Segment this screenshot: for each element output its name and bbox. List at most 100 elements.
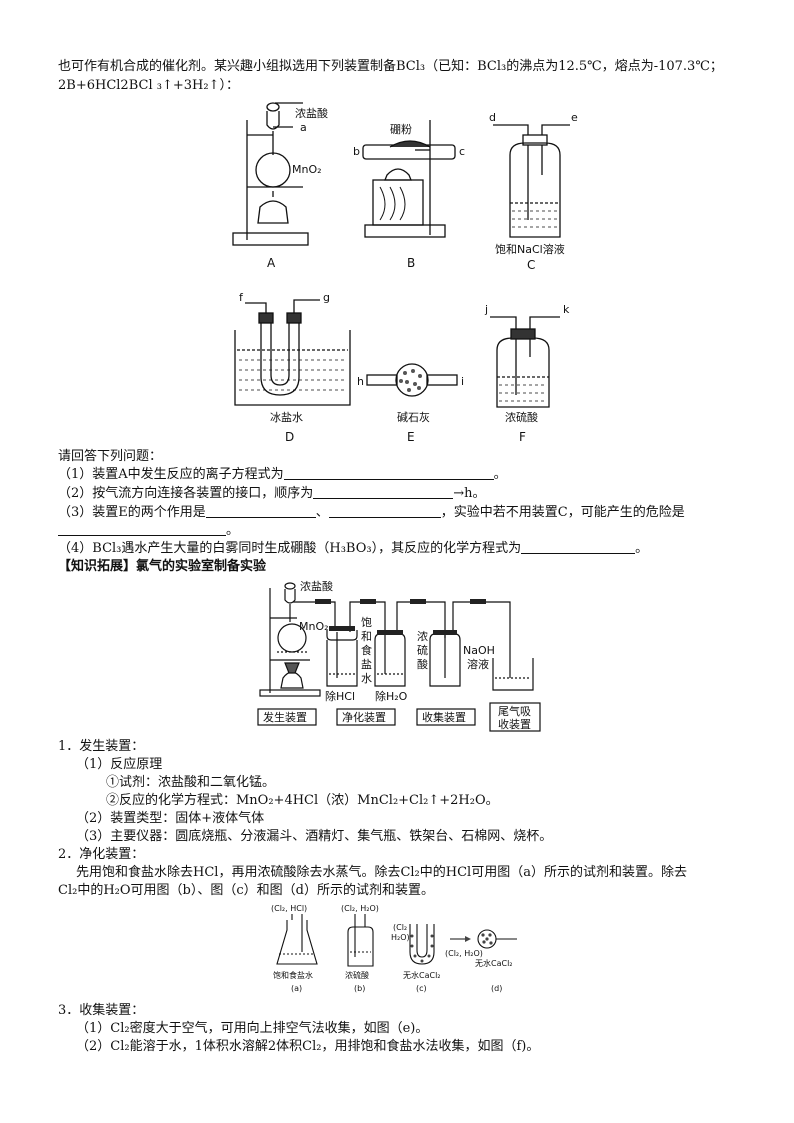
fig-b-gas: (Cl₂, H₂O) xyxy=(341,904,379,913)
fig-a-gas: (Cl₂, HCl) xyxy=(271,904,307,913)
q4-answer-blank[interactable] xyxy=(521,541,636,554)
e-port-i: i xyxy=(461,375,464,388)
fig-c-liquid: 无水CaCl₂ xyxy=(403,970,441,980)
d-letter: D xyxy=(285,430,294,444)
d-port-f: f xyxy=(239,291,244,304)
setup-sat-char-4: 盐 xyxy=(361,658,372,671)
box-tail-2: 收装置 xyxy=(498,717,531,731)
question-4: （4）BCl₃遇水产生大量的白雾同时生成硼酸（H₃BO₃），其反应的化学方程式为… xyxy=(58,540,648,558)
setup-acid2-char-2: 硫 xyxy=(417,643,428,657)
apparatus-b xyxy=(362,120,456,238)
apparatus-c xyxy=(493,124,570,238)
fig-d-label: (d) xyxy=(491,984,502,993)
q3-answer-blank-3[interactable] xyxy=(58,523,226,536)
f-port-k: k xyxy=(563,303,570,316)
q3-text: （3）装置E的两个作用是 xyxy=(58,505,206,520)
question-2: （2）按气流方向连接各装置的接口，顺序为 →h。 xyxy=(58,485,486,503)
purification-figure: (Cl₂, HCl) 饱和食盐水 (a) (Cl₂, H₂O) 浓硫酸 (b) … xyxy=(271,904,517,993)
section-1-p1b: ②反应的化学方程式：MnO₂+4HCl（浓）MnCl₂+Cl₂↑+2H₂O。 xyxy=(106,793,499,808)
apparatus-a xyxy=(232,102,309,246)
fig-d-gas: (Cl₂, H₂O) xyxy=(445,949,483,958)
a-port-label: a xyxy=(300,121,307,134)
section-3-p1: （1）Cl₂密度大于空气，可用向上排空气法收集，如图（e)。 xyxy=(76,1021,429,1036)
section-2-line-2: Cl₂中的H₂O可用图（b）、图（c）和图（d）所示的试剂和装置。 xyxy=(58,883,434,898)
q2-text: （2）按气流方向连接各装置的接口，顺序为 xyxy=(58,486,314,501)
setup-acid2-char-3: 酸 xyxy=(417,657,428,671)
apparatus-d xyxy=(234,299,351,406)
f-letter: F xyxy=(519,430,526,444)
q1-answer-blank[interactable] xyxy=(283,467,494,480)
c-letter: C xyxy=(527,258,535,272)
questions-intro: 请回答下列问题： xyxy=(58,449,163,464)
apparatus-f xyxy=(490,316,560,408)
q3-end: 。 xyxy=(226,523,240,538)
setup-sat-char-5: 水 xyxy=(361,672,372,685)
intro-line-2: 2B+6HCl2BCl ₃↑+3H₂↑）： xyxy=(58,78,239,93)
box-collection: 收集装置 xyxy=(422,710,466,724)
q4-end: 。 xyxy=(635,541,649,556)
apparatus-e xyxy=(366,363,458,397)
c-liquid-label: 饱和NaCl溶液 xyxy=(495,242,565,256)
section-1-p1a: ①试剂：浓盐酸和二氧化锰。 xyxy=(106,775,276,790)
b-port-b: b xyxy=(353,145,360,158)
a-acid-label: 浓盐酸 xyxy=(295,106,328,120)
fig-a-label: (a) xyxy=(291,984,302,993)
section-1-p3: （3）主要仪器：圆底烧瓶、分液漏斗、酒精灯、集气瓶、铁架台、石棉网、烧杯。 xyxy=(76,829,553,844)
q3-text-2: ，实验中若不用装置C，可能产生的危险是 xyxy=(440,505,685,520)
setup-sat-char-3: 食 xyxy=(361,643,372,657)
setup-acid-label: 浓盐酸 xyxy=(300,579,333,593)
box-purification: 净化装置 xyxy=(342,710,386,724)
fig-c-gas-1: (Cl₂ xyxy=(393,923,407,932)
apparatus-figure: 浓盐酸 a MnO₂ A 硼粉 b c B d e 饱和NaCl溶液 C f g… xyxy=(232,102,578,444)
setup-acid2-char-1: 浓 xyxy=(417,630,428,643)
a-letter: A xyxy=(267,256,276,270)
setup-naoh-label-2: 溶液 xyxy=(467,657,489,671)
chlorine-setup-diagram: 浓盐酸 MnO₂ 饱 和 食 盐 水 浓 硫 酸 NaOH 溶液 除HCl 除H… xyxy=(257,579,541,732)
section-1-p1: （1）反应原理 xyxy=(76,757,163,772)
section-1-title: 1．发生装置： xyxy=(58,739,145,754)
setup-sat-char-1: 饱 xyxy=(361,615,372,629)
question-1: （1）装置A中发生反应的离子方程式为 。 xyxy=(58,466,507,484)
setup-remove-h2o: 除H₂O xyxy=(375,689,408,703)
extension-heading: 【知识拓展】氯气的实验室制备实验 xyxy=(58,559,267,574)
intro-line-1: 也可作有机合成的催化剂。某兴趣小组拟选用下列装置制备BCl₃（已知：BCl₃的沸… xyxy=(58,59,723,74)
section-3-title: 3．收集装置： xyxy=(58,1003,145,1018)
fig-c-gas-2: H₂O) xyxy=(391,933,410,942)
q4-text: （4）BCl₃遇水产生大量的白雾同时生成硼酸（H₃BO₃），其反应的化学方程式为 xyxy=(58,541,522,556)
q2-answer-blank[interactable] xyxy=(313,486,454,499)
e-port-h: h xyxy=(357,375,364,388)
q1-end: 。 xyxy=(493,467,507,482)
section-2-title: 2．净化装置： xyxy=(58,847,145,862)
f-port-j: j xyxy=(484,303,488,316)
fig-b-liquid: 浓硫酸 xyxy=(345,970,369,980)
fig-b-label: (b) xyxy=(354,984,365,993)
section-3-p2: （2）Cl₂能溶于水，1体积水溶解2体积Cl₂，用排饱和食盐水法收集，如图（f)… xyxy=(76,1039,540,1054)
setup-mno2-label: MnO₂ xyxy=(299,620,329,633)
q3-sep: 、 xyxy=(315,505,329,520)
a-reagent-label: MnO₂ xyxy=(292,163,322,176)
question-3: （3）装置E的两个作用是 、 ，实验中若不用装置C，可能产生的危险是 xyxy=(58,504,685,522)
b-port-c: c xyxy=(459,145,465,158)
fig-c-label: (c) xyxy=(416,984,427,993)
setup-remove-hcl: 除HCl xyxy=(325,689,355,703)
c-port-e: e xyxy=(571,111,578,124)
fig-d-liquid: 无水CaCl₂ xyxy=(475,958,513,968)
e-letter: E xyxy=(407,430,415,444)
q3-answer-blank-1[interactable] xyxy=(205,505,316,518)
box-tail-1: 尾气吸 xyxy=(498,704,531,718)
q1-text: （1）装置A中发生反应的离子方程式为 xyxy=(58,467,284,482)
q3-answer-blank-2[interactable] xyxy=(328,505,441,518)
box-generation: 发生装置 xyxy=(263,710,307,724)
b-letter: B xyxy=(407,256,415,270)
d-liquid-label: 冰盐水 xyxy=(270,411,303,424)
section-1-p2: （2）装置类型：固体+液体气体 xyxy=(76,811,265,826)
section-2-line-1: 先用饱和食盐水除去HCl，再用浓硫酸除去水蒸气。除去Cl₂中的HCl可用图（a）… xyxy=(76,865,687,880)
d-port-g: g xyxy=(323,291,330,304)
setup-sat-char-2: 和 xyxy=(361,630,372,643)
e-reagent-label: 碱石灰 xyxy=(397,410,430,424)
b-reagent-label: 硼粉 xyxy=(390,123,412,136)
c-port-d: d xyxy=(489,111,496,124)
q2-end: →h。 xyxy=(453,486,486,501)
fig-a-liquid: 饱和食盐水 xyxy=(273,970,313,980)
